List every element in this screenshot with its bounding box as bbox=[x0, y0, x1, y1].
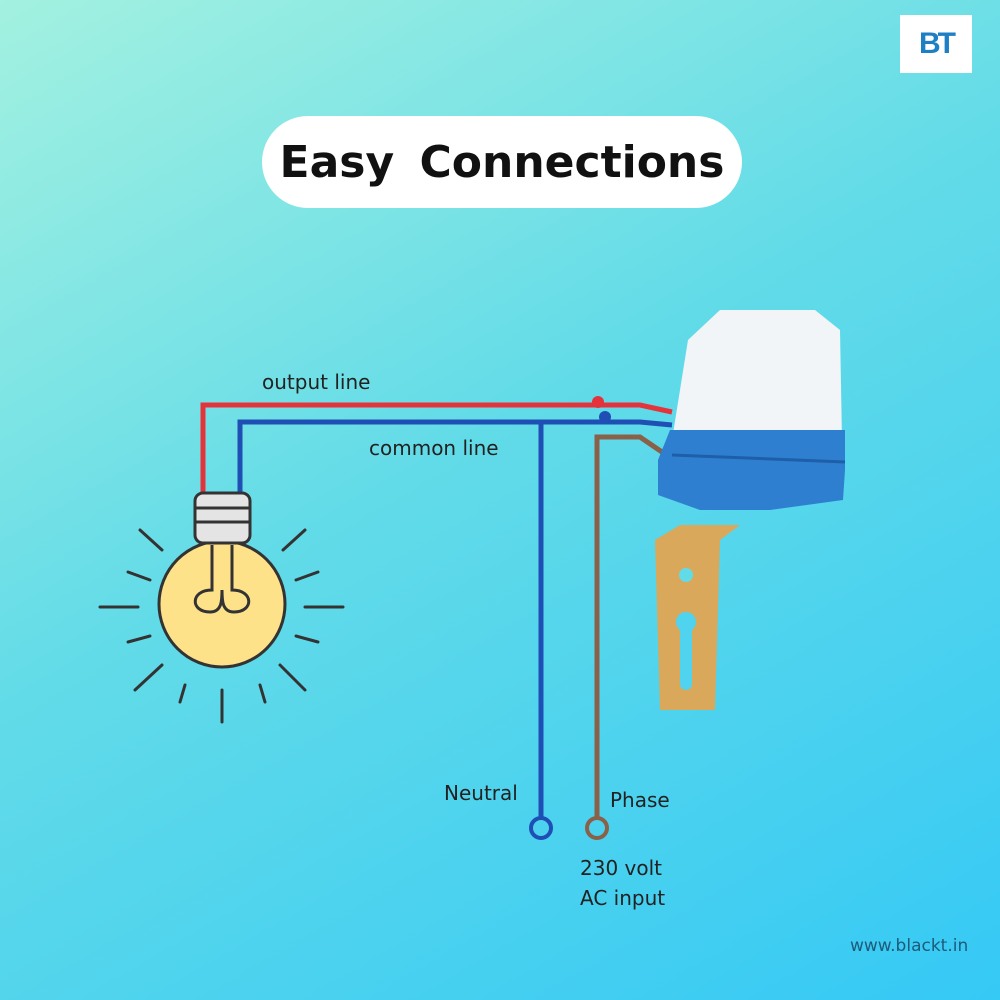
output-line-label: output line bbox=[262, 370, 371, 394]
input-voltage-label: 230 volt bbox=[580, 856, 663, 880]
bulb-rays bbox=[98, 528, 345, 724]
phase-terminal bbox=[585, 816, 609, 840]
phase-label: Phase bbox=[610, 788, 670, 812]
wire-phase bbox=[594, 434, 664, 820]
bulb bbox=[157, 491, 287, 669]
brand-logo: BT bbox=[900, 15, 972, 73]
input-type-label: AC input bbox=[580, 886, 666, 910]
neutral-terminal bbox=[529, 816, 553, 840]
website-link[interactable]: www.blackt.in bbox=[850, 936, 969, 956]
common-line-label: common line bbox=[369, 436, 499, 460]
photocell-sensor bbox=[655, 310, 846, 710]
output-junction bbox=[592, 396, 604, 408]
common-junction bbox=[599, 411, 611, 423]
wire-common bbox=[237, 419, 673, 818]
neutral-label: Neutral bbox=[444, 781, 518, 805]
page-title: Easy Connections bbox=[262, 116, 742, 208]
